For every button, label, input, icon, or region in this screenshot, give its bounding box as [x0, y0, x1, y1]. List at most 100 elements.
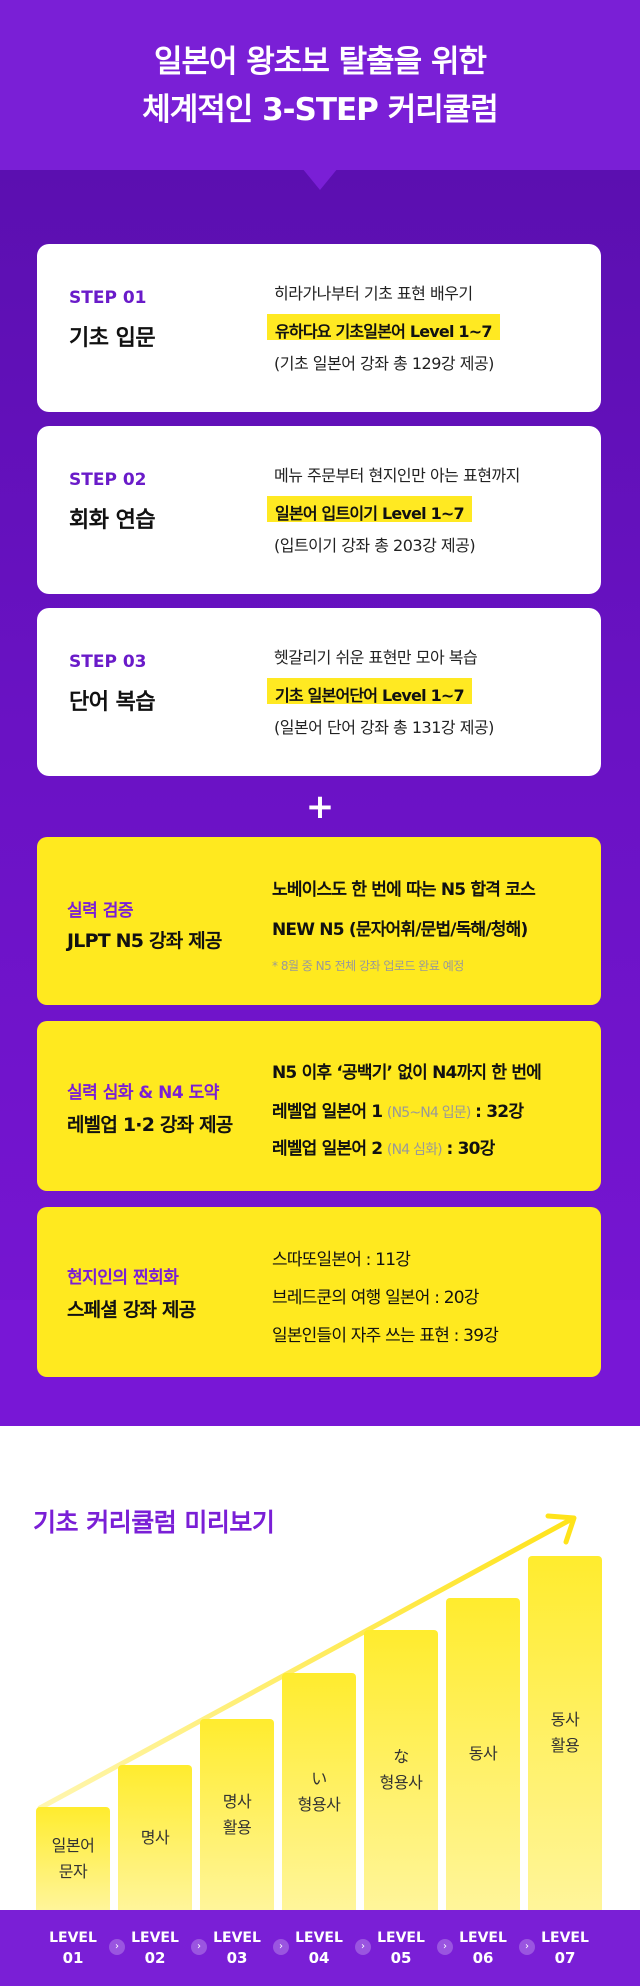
- step-name: 기초 입문: [69, 326, 156, 351]
- level-04: LEVEL 04: [284, 1928, 354, 1968]
- card-line: 브레드쿤의 여행 일본어 : 20강: [272, 1288, 479, 1308]
- level-bar-label: い 형용사: [282, 1766, 356, 1818]
- bar-label-line: 명사: [140, 1828, 170, 1847]
- level-number: 03: [226, 1949, 248, 1967]
- card-subtitle: 현지인의 찐회화: [67, 1268, 179, 1288]
- card-title: 스페셜 강좌 제공: [67, 1299, 196, 1321]
- course-count: : 32강: [475, 1102, 524, 1122]
- step-description: 헷갈리기 쉬운 표현만 모아 복습: [274, 648, 478, 667]
- level-word: LEVEL: [295, 1930, 343, 1946]
- step-course-highlight: 일본어 입트이기 Level 1~7: [267, 496, 472, 523]
- trend-arrow-icon: [37, 1513, 577, 1811]
- level-number: 01: [62, 1949, 84, 1967]
- step-label: STEP 02: [69, 470, 147, 490]
- header-title-line1: 일본어 왕초보 탈출을 위한: [153, 44, 487, 80]
- chevron-right-icon: ›: [191, 1939, 207, 1955]
- step-course-highlight: 기초 일본어단어 Level 1~7: [267, 678, 472, 705]
- card-line: 레벨업 일본어 1 (N5~N4 입문) : 32강: [272, 1097, 524, 1122]
- plus-icon: +: [305, 787, 335, 827]
- card-title: JLPT N5 강좌 제공: [67, 930, 222, 952]
- level-06: LEVEL 06: [448, 1928, 518, 1968]
- card-line: 일본인들이 자주 쓰는 표현 : 39강: [272, 1326, 499, 1346]
- bar-label-line: 명사: [222, 1792, 252, 1811]
- bar-label-line: 일본어: [51, 1836, 95, 1855]
- card-line: 스따또일본어 : 11강: [272, 1250, 411, 1270]
- step-course-highlight: 유하다요 기초일본어 Level 1~7: [267, 314, 500, 341]
- step-description: 히라가나부터 기초 표현 배우기: [274, 284, 473, 303]
- step-name: 단어 복습: [69, 690, 156, 715]
- course-level-note: (N4 심화): [386, 1142, 443, 1158]
- course-count: : 30강: [446, 1139, 495, 1159]
- level-word: LEVEL: [377, 1930, 425, 1946]
- level-number: 07: [554, 1949, 576, 1967]
- step-name: 회화 연습: [69, 508, 156, 533]
- step-lecture-count: (일본어 단어 강좌 총 131강 제공): [274, 718, 494, 737]
- chevron-right-icon: ›: [273, 1939, 289, 1955]
- course-name: 레벨업 일본어 1: [272, 1102, 383, 1122]
- bar-label-line: 형용사: [379, 1773, 423, 1792]
- chevron-right-icon: ›: [519, 1939, 535, 1955]
- level-word: LEVEL: [541, 1930, 589, 1946]
- level-bar-label: な 형용사: [364, 1744, 438, 1796]
- bar-label-line: 동사: [550, 1710, 580, 1729]
- level-bar-label: 동사: [446, 1741, 520, 1767]
- level-word: LEVEL: [213, 1930, 261, 1946]
- level-bar: い 형용사: [282, 1673, 356, 1910]
- step-label: STEP 03: [69, 652, 147, 672]
- chevron-right-icon: ›: [437, 1939, 453, 1955]
- step-lecture-count: (기초 일본어 강좌 총 129강 제공): [274, 354, 494, 373]
- level-bar: 동사: [446, 1598, 520, 1910]
- level-bar: 명사: [118, 1765, 192, 1910]
- level-bar-label: 명사: [118, 1825, 192, 1851]
- chevron-right-icon: ›: [109, 1939, 125, 1955]
- card-line: N5 이후 ‘공백기’ 없이 N4까지 한 번에: [272, 1063, 542, 1083]
- level-number: 04: [308, 1949, 330, 1967]
- card-subtitle: 실력 검증: [67, 901, 133, 921]
- card-note: * 8월 중 N5 전체 강좌 업로드 완료 예정: [272, 959, 464, 973]
- card-subtitle: 실력 심화 & N4 도약: [67, 1083, 219, 1103]
- bar-label-line: な: [393, 1747, 409, 1766]
- card-line: NEW N5 (문자어휘/문법/독해/청해): [272, 920, 528, 940]
- level-02: LEVEL 02: [120, 1928, 190, 1968]
- step-card-1: STEP 01 기초 입문 히라가나부터 기초 표현 배우기 유하다요 기초일본…: [37, 244, 601, 412]
- level-number: 02: [144, 1949, 166, 1967]
- bar-label-line: 형용사: [297, 1795, 341, 1814]
- card-title: 레벨업 1·2 강좌 제공: [67, 1114, 233, 1136]
- jlpt-card: 실력 검증 JLPT N5 강좌 제공 노베이스도 한 번에 따는 N5 합격 …: [37, 837, 601, 1005]
- level-03: LEVEL 03: [202, 1928, 272, 1968]
- bar-label-line: 활용: [222, 1818, 252, 1837]
- level-bar: な 형용사: [364, 1630, 438, 1910]
- level-word: LEVEL: [459, 1930, 507, 1946]
- level-05: LEVEL 05: [366, 1928, 436, 1968]
- step-card-2: STEP 02 회화 연습 메뉴 주문부터 현지인만 아는 표현까지 일본어 입…: [37, 426, 601, 594]
- header-title-line2: 체계적인 3-STEP 커리큘럼: [142, 92, 499, 128]
- levelup-card: 실력 심화 & N4 도약 레벨업 1·2 강좌 제공 N5 이후 ‘공백기’ …: [37, 1021, 601, 1191]
- level-word: LEVEL: [49, 1930, 97, 1946]
- header-banner: 일본어 왕초보 탈출을 위한 체계적인 3-STEP 커리큘럼: [0, 0, 640, 170]
- step-card-3: STEP 03 단어 복습 헷갈리기 쉬운 표현만 모아 복습 기초 일본어단어…: [37, 608, 601, 776]
- course-name: 레벨업 일본어 2: [272, 1139, 383, 1159]
- step-lecture-count: (입트이기 강좌 총 203강 제공): [274, 536, 476, 555]
- course-level-note: (N5~N4 입문): [386, 1105, 471, 1121]
- level-number: 06: [472, 1949, 494, 1967]
- bar-label-line: 활용: [550, 1736, 580, 1755]
- chevron-right-icon: ›: [355, 1939, 371, 1955]
- step-description: 메뉴 주문부터 현지인만 아는 표현까지: [274, 466, 520, 485]
- level-word: LEVEL: [131, 1930, 179, 1946]
- level-01: LEVEL 01: [38, 1928, 108, 1968]
- bar-label-line: い: [311, 1769, 327, 1788]
- card-line: 노베이스도 한 번에 따는 N5 합격 코스: [272, 880, 536, 900]
- bar-label-line: 동사: [468, 1744, 498, 1763]
- bar-label-line: 문자: [58, 1862, 88, 1881]
- preview-title: 기초 커리큘럼 미리보기: [33, 1508, 275, 1537]
- special-card: 현지인의 찐회화 스페셜 강좌 제공 스따또일본어 : 11강 브레드쿤의 여행…: [37, 1207, 601, 1377]
- level-number: 05: [390, 1949, 412, 1967]
- step-label: STEP 01: [69, 288, 147, 308]
- card-line: 레벨업 일본어 2 (N4 심화) : 30강: [272, 1134, 495, 1159]
